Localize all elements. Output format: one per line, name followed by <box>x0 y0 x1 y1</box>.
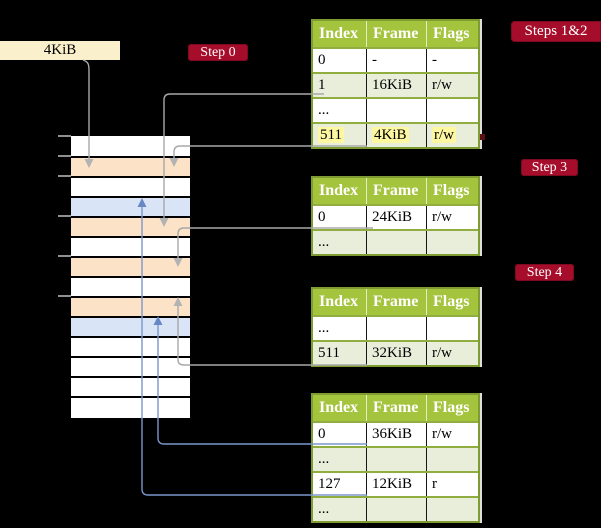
column-header: Flags <box>433 25 470 42</box>
table-header-row: Index Frame Flags <box>313 289 478 315</box>
cell-value: ... <box>318 501 330 517</box>
column-header: Frame <box>367 21 427 47</box>
memory-row <box>71 256 190 276</box>
column-header: Frame <box>367 289 427 315</box>
table-row: ... <box>313 229 478 254</box>
table-header-row: Index Frame Flags <box>313 395 478 421</box>
column-header: Index <box>313 178 367 204</box>
table-row: ... <box>313 446 478 471</box>
cell-value: 511 <box>318 127 344 143</box>
cell-value: 24KiB <box>372 209 413 225</box>
column-header: Index <box>313 21 367 47</box>
cell-value: 0 <box>318 426 326 442</box>
cell-value: 16KiB <box>372 77 413 93</box>
memory-tick <box>58 255 71 257</box>
frame-address-box: 4KiB <box>0 41 120 60</box>
badge-step-4: Step 4 <box>515 264 574 281</box>
badge-step-0: Step 0 <box>188 44 248 61</box>
cell-value: 511 <box>318 345 340 361</box>
column-header: Index <box>313 395 367 421</box>
memory-row <box>71 336 190 356</box>
table-row: 0 24KiB r/w <box>313 204 478 229</box>
cell-value: r/w <box>432 426 452 442</box>
table-row: ... <box>313 315 478 340</box>
page-table-steps-1-2: Index Frame Flags 0 - - 1 16KiB r/w ... … <box>311 19 480 149</box>
column-header: Flags <box>433 293 470 310</box>
small-red-mark <box>480 134 485 140</box>
memory-tick <box>58 215 71 217</box>
column-header: Flags <box>433 399 470 416</box>
memory-row <box>71 196 190 216</box>
memory-column <box>71 136 190 418</box>
table-row: 1 16KiB r/w <box>313 72 478 97</box>
cell-value: r/w <box>432 345 452 361</box>
memory-tick <box>58 175 71 177</box>
column-header: Frame <box>367 178 427 204</box>
cell-value: ... <box>318 320 330 336</box>
table-row: 0 36KiB r/w <box>313 421 478 446</box>
page-table-leaf: Index Frame Flags 0 36KiB r/w ... 127 12… <box>311 393 480 523</box>
memory-row <box>71 236 190 256</box>
memory-row <box>71 396 190 416</box>
badge-step-3: Step 3 <box>521 159 578 176</box>
column-header: Index <box>313 289 367 315</box>
cell-value: ... <box>318 102 330 118</box>
cell-value: 127 <box>318 476 341 492</box>
memory-row <box>71 156 190 176</box>
cell-value: 12KiB <box>372 476 413 492</box>
memory-row <box>71 316 190 336</box>
memory-row <box>71 176 190 196</box>
table-row: 127 12KiB r <box>313 471 478 496</box>
page-table-step-4: Index Frame Flags ... 511 32KiB r/w <box>311 287 480 367</box>
cell-value: ... <box>318 234 330 250</box>
cell-value: - <box>372 52 377 68</box>
cell-value: ... <box>318 451 330 467</box>
cell-value: 1 <box>318 77 326 93</box>
table-row: 0 - - <box>313 47 478 72</box>
badge-steps-1-2: Steps 1&2 <box>511 21 601 42</box>
cell-value: 32KiB <box>372 345 413 361</box>
cell-value: r <box>432 476 437 492</box>
table-row: 511 32KiB r/w <box>313 340 478 365</box>
memory-row <box>71 276 190 296</box>
memory-tick <box>58 135 71 137</box>
cell-value: 4KiB <box>372 127 409 143</box>
cell-value: 0 <box>318 52 326 68</box>
table-row: ... <box>313 97 478 122</box>
memory-row <box>71 376 190 396</box>
memory-tick <box>58 295 71 297</box>
cell-value: r/w <box>432 77 452 93</box>
cell-value: 36KiB <box>372 426 413 442</box>
memory-row <box>71 216 190 236</box>
memory-row <box>71 356 190 376</box>
memory-row <box>71 296 190 316</box>
cell-value: 0 <box>318 209 326 225</box>
cell-value: r/w <box>432 127 456 143</box>
column-header: Frame <box>367 395 427 421</box>
memory-tick <box>58 155 71 157</box>
table-row: ... <box>313 496 478 521</box>
cell-value: r/w <box>432 209 452 225</box>
table-header-row: Index Frame Flags <box>313 178 478 204</box>
column-header: Flags <box>433 182 470 199</box>
table-header-row: Index Frame Flags <box>313 21 478 47</box>
cell-value: - <box>432 52 437 68</box>
memory-row <box>71 136 190 156</box>
page-table-step-3: Index Frame Flags 0 24KiB r/w ... <box>311 176 480 256</box>
table-row-highlighted: 511 4KiB r/w <box>313 122 478 147</box>
